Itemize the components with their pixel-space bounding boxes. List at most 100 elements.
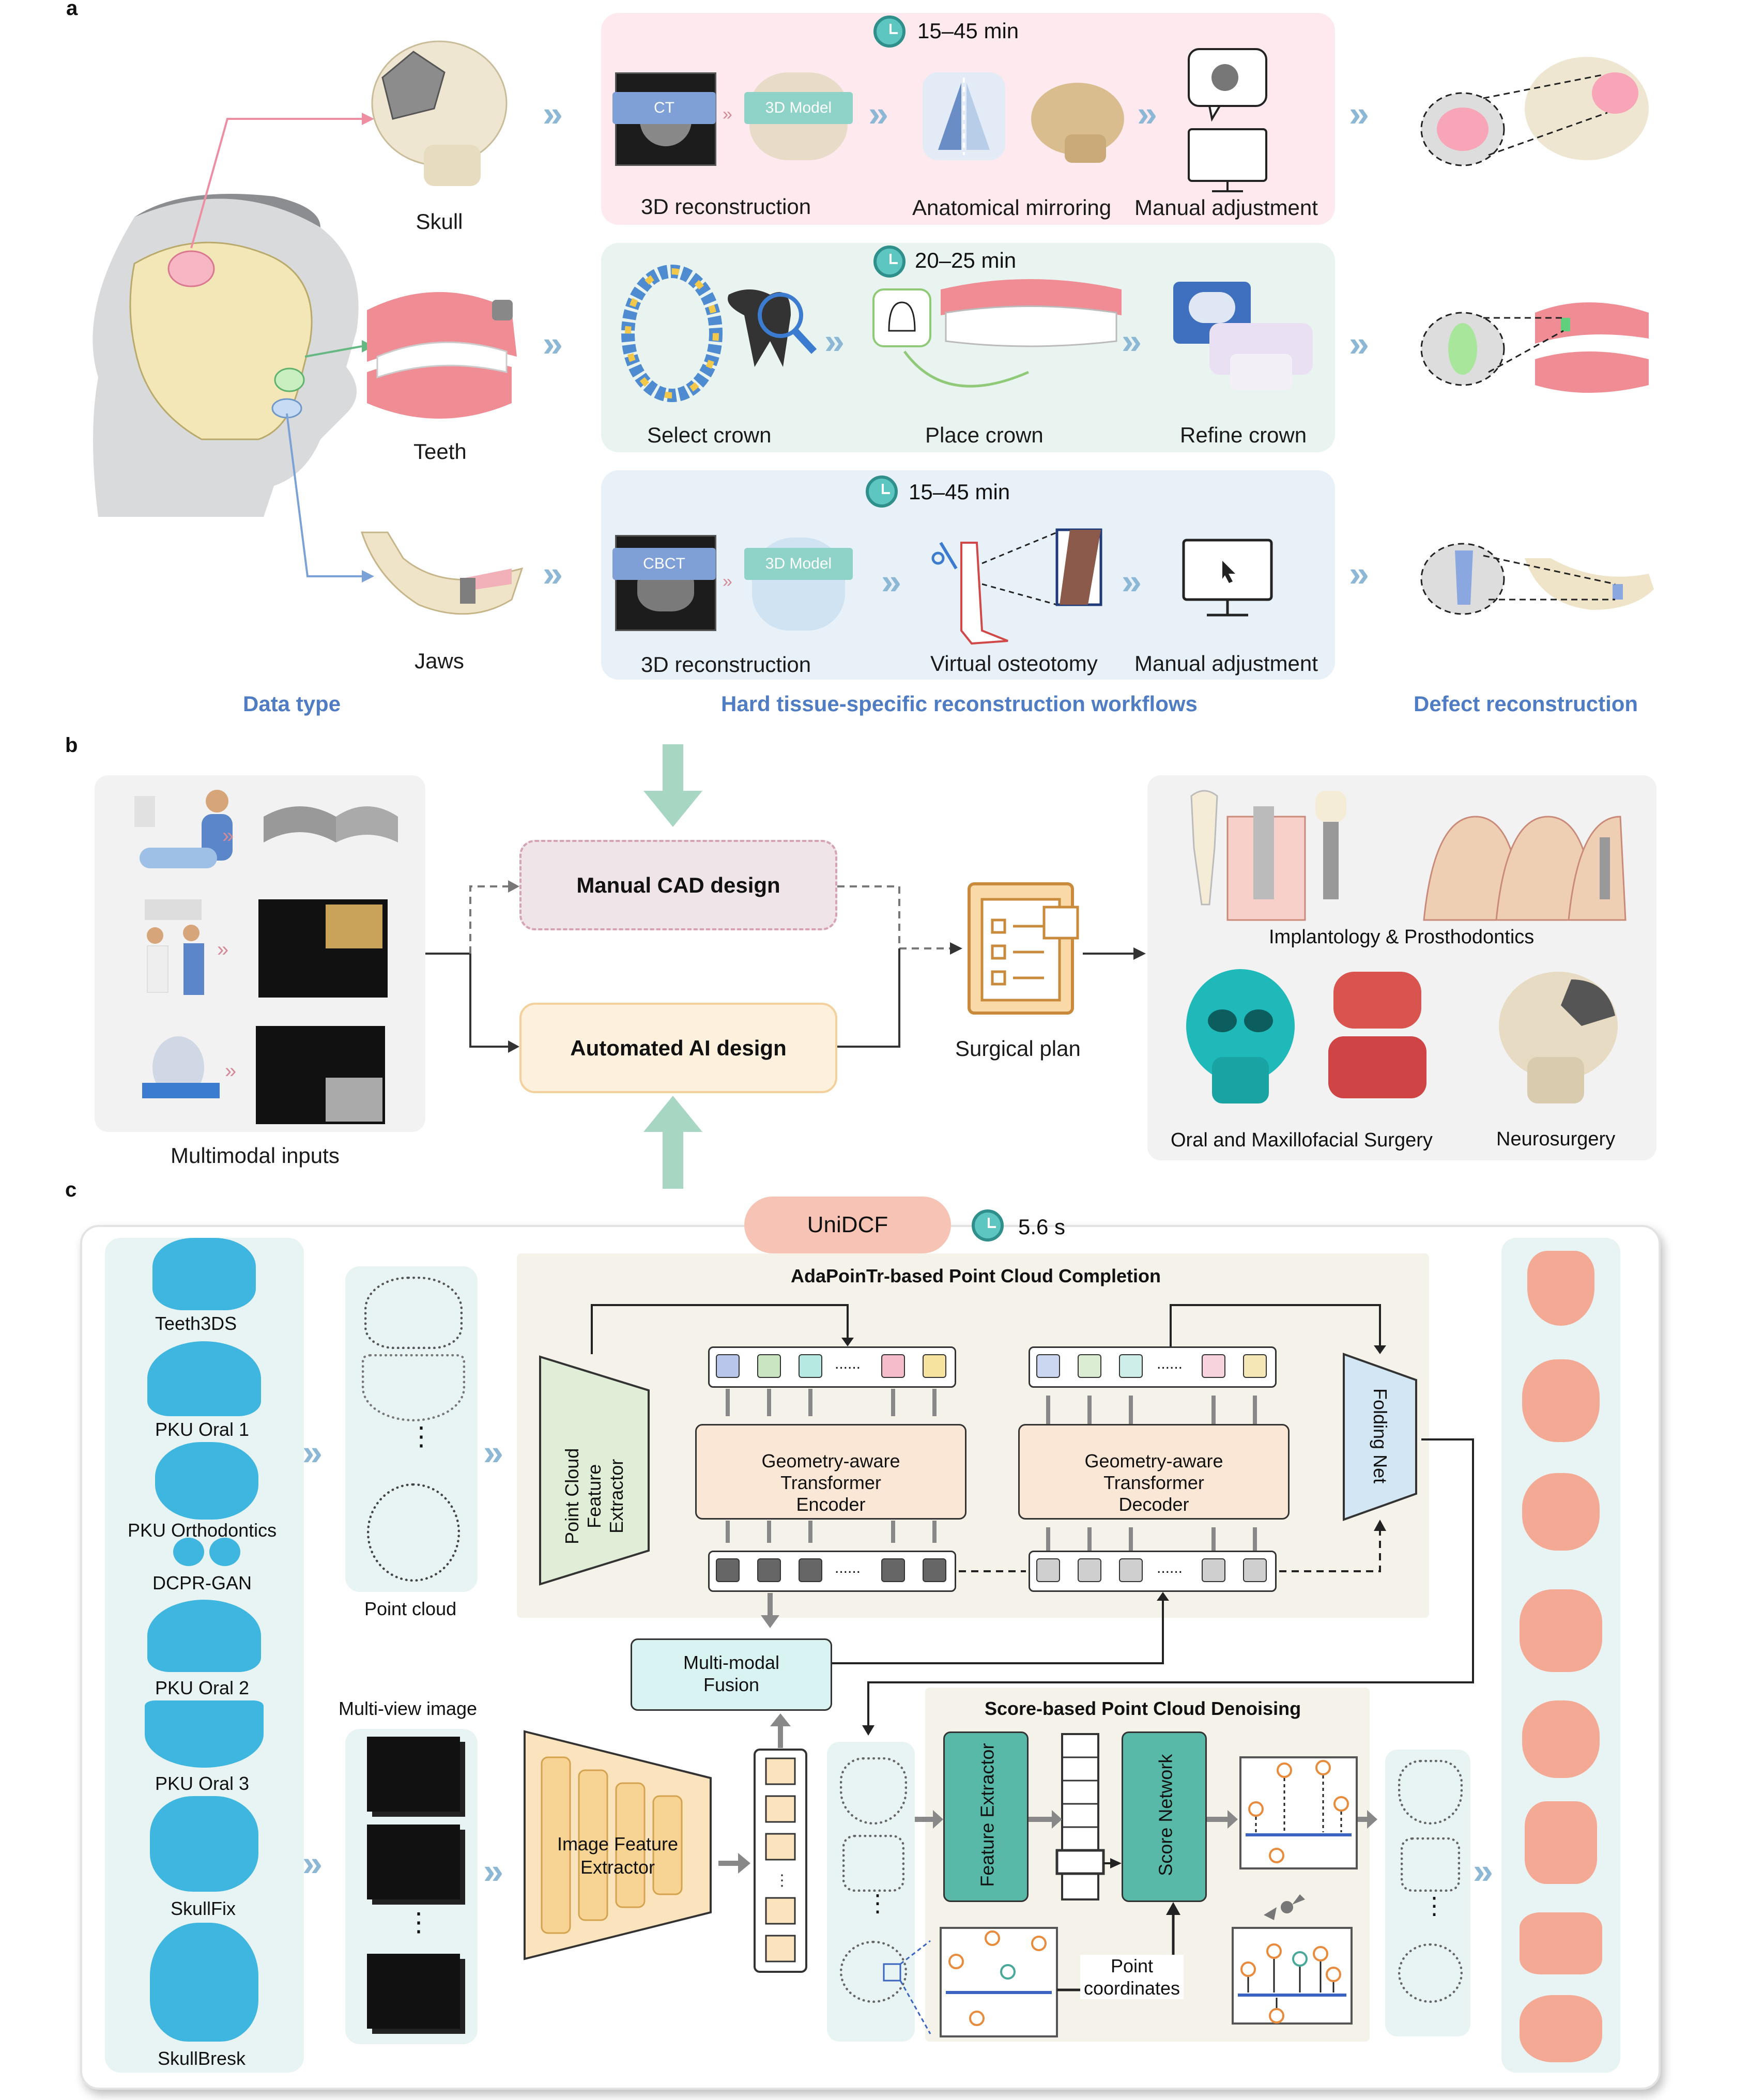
token [1243, 1354, 1267, 1378]
dataset-mesh-image [145, 1700, 264, 1768]
time-label: 15–45 min [909, 480, 1010, 504]
implantology-prosthodontics-label: Implantology & Prosthodontics [1269, 926, 1535, 948]
feature-vector-stack [1055, 1733, 1105, 1900]
cbct-chip: CBCT [612, 548, 716, 580]
data-type-jaws: Jaws [415, 649, 464, 673]
token [1036, 1558, 1060, 1582]
dataset-label: PKU Orthodontics [128, 1520, 277, 1541]
output-mesh-image [1522, 1359, 1600, 1442]
output-mesh-image [1522, 1700, 1600, 1778]
step-virtual-osteotomy: Virtual osteotomy [930, 651, 1098, 676]
token [1078, 1558, 1101, 1582]
multimodal-fusion-label: Multi-modal Fusion [683, 1652, 780, 1696]
clock-icon [972, 1209, 1004, 1241]
clock-icon [866, 476, 898, 508]
token [1036, 1354, 1060, 1378]
clock-icon [873, 246, 906, 278]
decoder-token-row [1029, 1346, 1277, 1388]
teeth-defect-result [1420, 302, 1649, 393]
step-3d-reconstruction: 3D reconstruction [641, 652, 811, 677]
3d-model-chip: 3D Model [744, 548, 853, 580]
automated-ai-design-label: Automated AI design [570, 1036, 787, 1060]
svg-text:»: » [225, 1060, 236, 1082]
dataset-label: DCPR-GAN [152, 1572, 252, 1593]
fibula-osteotomy-icon [931, 528, 1102, 645]
token [716, 1558, 740, 1582]
output-mesh-image [1522, 1473, 1600, 1551]
svg-text:»: » [222, 824, 234, 847]
multimodal-inputs-label: Multimodal inputs [171, 1143, 340, 1168]
surgical-plan-label: Surgical plan [955, 1036, 1081, 1061]
output-mesh-image [1520, 1589, 1602, 1672]
jaw-defect-result [1420, 543, 1654, 615]
dataset-label: Teeth3DS [155, 1313, 237, 1334]
footer-data-type: Data type [243, 692, 341, 716]
ct-scan-scene: » [142, 1026, 385, 1124]
ellipsis: ...... [1157, 1355, 1183, 1372]
unidcf-badge: UniDCF [744, 1197, 951, 1253]
multimodal-fusion-box: Multi-modal Fusion [631, 1638, 832, 1711]
panel-label-b: b [65, 734, 78, 757]
step-refine-crown: Refine crown [1180, 423, 1307, 447]
dataset-label: SkullBresk [158, 2048, 246, 2069]
time-label: 15–45 min [917, 19, 1019, 43]
image-feature-vector: ⋮ [718, 1713, 807, 1973]
token [799, 1354, 822, 1378]
clock-icon [873, 16, 906, 48]
vertical-ellipsis: ⋮ [1422, 1892, 1446, 1919]
score-network-box [1122, 1731, 1207, 1902]
panel-label-a: a [66, 0, 78, 20]
dataset-mesh-image [155, 1442, 258, 1520]
point-cloud-image [367, 1483, 460, 1582]
footer-workflows: Hard tissue-specific reconstruction work… [721, 692, 1198, 716]
maxillofacial-illustration [1186, 969, 1426, 1103]
oral-maxillofacial-surgery-label: Oral and Maxillofacial Surgery [1171, 1129, 1433, 1151]
step-3d-reconstruction: 3D reconstruction [641, 194, 811, 219]
token [1202, 1558, 1225, 1582]
output-mesh-image [1527, 1251, 1594, 1326]
jaw-icon [360, 531, 524, 615]
multiview-image [367, 1737, 460, 1812]
svg-text:⋮: ⋮ [774, 1872, 790, 1889]
folding-net-shape [1343, 1353, 1417, 1521]
step-manual-adjustment: Manual adjustment [1134, 195, 1318, 220]
dataset-label: PKU Oral 2 [155, 1677, 250, 1698]
arrow-chevron-icon: » [1473, 1851, 1493, 1891]
monitor-cursor-icon [1182, 539, 1273, 617]
feature-extractor-box [943, 1731, 1029, 1902]
step-place-crown: Place crown [925, 423, 1044, 447]
data-type-connectors [190, 113, 374, 583]
point-cloud-image [1398, 1943, 1463, 2003]
ellipsis: ...... [1157, 1559, 1183, 1576]
place-crown-illustration [872, 279, 1122, 388]
point-cloud-image [840, 1941, 907, 2003]
pc-feature-extractor-shape [539, 1355, 650, 1586]
token [1119, 1354, 1143, 1378]
image-feature-extractor-label: Image Feature Extractor [557, 1833, 679, 1878]
point-cloud-image [1401, 1837, 1460, 1892]
data-type-skull: Skull [416, 209, 463, 234]
svg-text:»: » [217, 938, 228, 961]
skull-defect-result [1420, 57, 1649, 166]
dataset-mesh-image [150, 1923, 258, 2042]
cbct-scan-scene: » [145, 899, 388, 998]
multiview-image [367, 1954, 460, 2029]
vertical-ellipsis: ⋮ [406, 1908, 432, 1937]
skull-icon [371, 40, 508, 186]
token [923, 1558, 946, 1582]
dataset-label: PKU Oral 1 [155, 1419, 250, 1440]
decoder-label: Geometry-aware Transformer Decoder [1084, 1450, 1223, 1515]
multiview-image-label: Multi-view image [339, 1698, 478, 1719]
decoder-box: Geometry-aware Transformer Decoder [1018, 1424, 1290, 1520]
encoder-token-row [708, 1346, 956, 1388]
dataset-label: SkullFix [171, 1898, 236, 1919]
mirror-icon [923, 72, 1005, 160]
dataset-mesh-image [173, 1538, 204, 1566]
encoder-box: Geometry-aware Transformer Encoder [695, 1424, 966, 1520]
token [1119, 1558, 1143, 1582]
skull-model-image [1031, 83, 1124, 163]
dataset-mesh-image [150, 1796, 258, 1892]
